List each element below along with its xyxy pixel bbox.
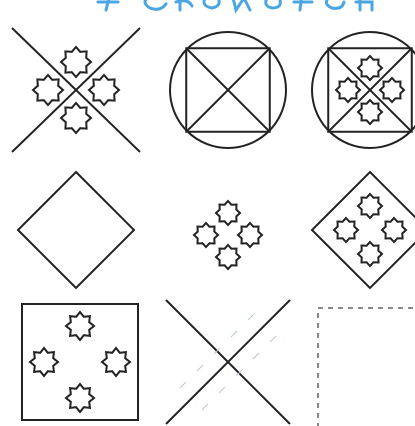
octagram-star [89,75,119,105]
octagram-star [380,78,404,102]
diamond-shape [312,172,415,288]
octagram-star [33,75,63,105]
diamond-shape [18,172,134,288]
answer-placeholder-box[interactable] [318,308,415,426]
octagram-star [216,245,240,269]
octagram-star [334,218,358,242]
octagram-star [66,384,94,412]
puzzle-cell-r3c2 [166,300,290,424]
octagram-star [336,78,360,102]
puzzle-cell-r1c1 [12,28,140,152]
faint-mark [202,404,208,410]
faint-mark [270,336,276,342]
octagram-star [358,100,382,124]
octagram-star [194,223,218,247]
faint-mark [248,314,254,320]
puzzle-cell-r2c2 [194,201,262,269]
octagram-star [66,312,94,340]
octagram-star [102,348,130,376]
faint-mark [219,387,225,393]
octagram-star [358,194,382,218]
octagram-star [61,47,91,77]
octagram-star [216,201,240,225]
octagram-star [358,56,382,80]
octagram-star [30,348,58,376]
faint-mark [231,331,237,337]
puzzle-cell-r2c1 [18,172,134,288]
octagram-star [382,218,406,242]
puzzle-cell-r3c1 [22,304,138,420]
faint-mark [180,382,186,388]
faint-mark [253,353,259,359]
octagram-star [238,223,262,247]
octagram-star [358,242,382,266]
puzzle-cell-r2c3 [312,172,415,288]
square-shape [22,304,138,420]
puzzle-cell-r3c3 [318,308,415,426]
octagram-star [61,103,91,133]
faint-mark [197,365,203,371]
puzzle-cell-r1c2 [170,32,286,148]
puzzle-cell-r1c3 [312,32,415,148]
